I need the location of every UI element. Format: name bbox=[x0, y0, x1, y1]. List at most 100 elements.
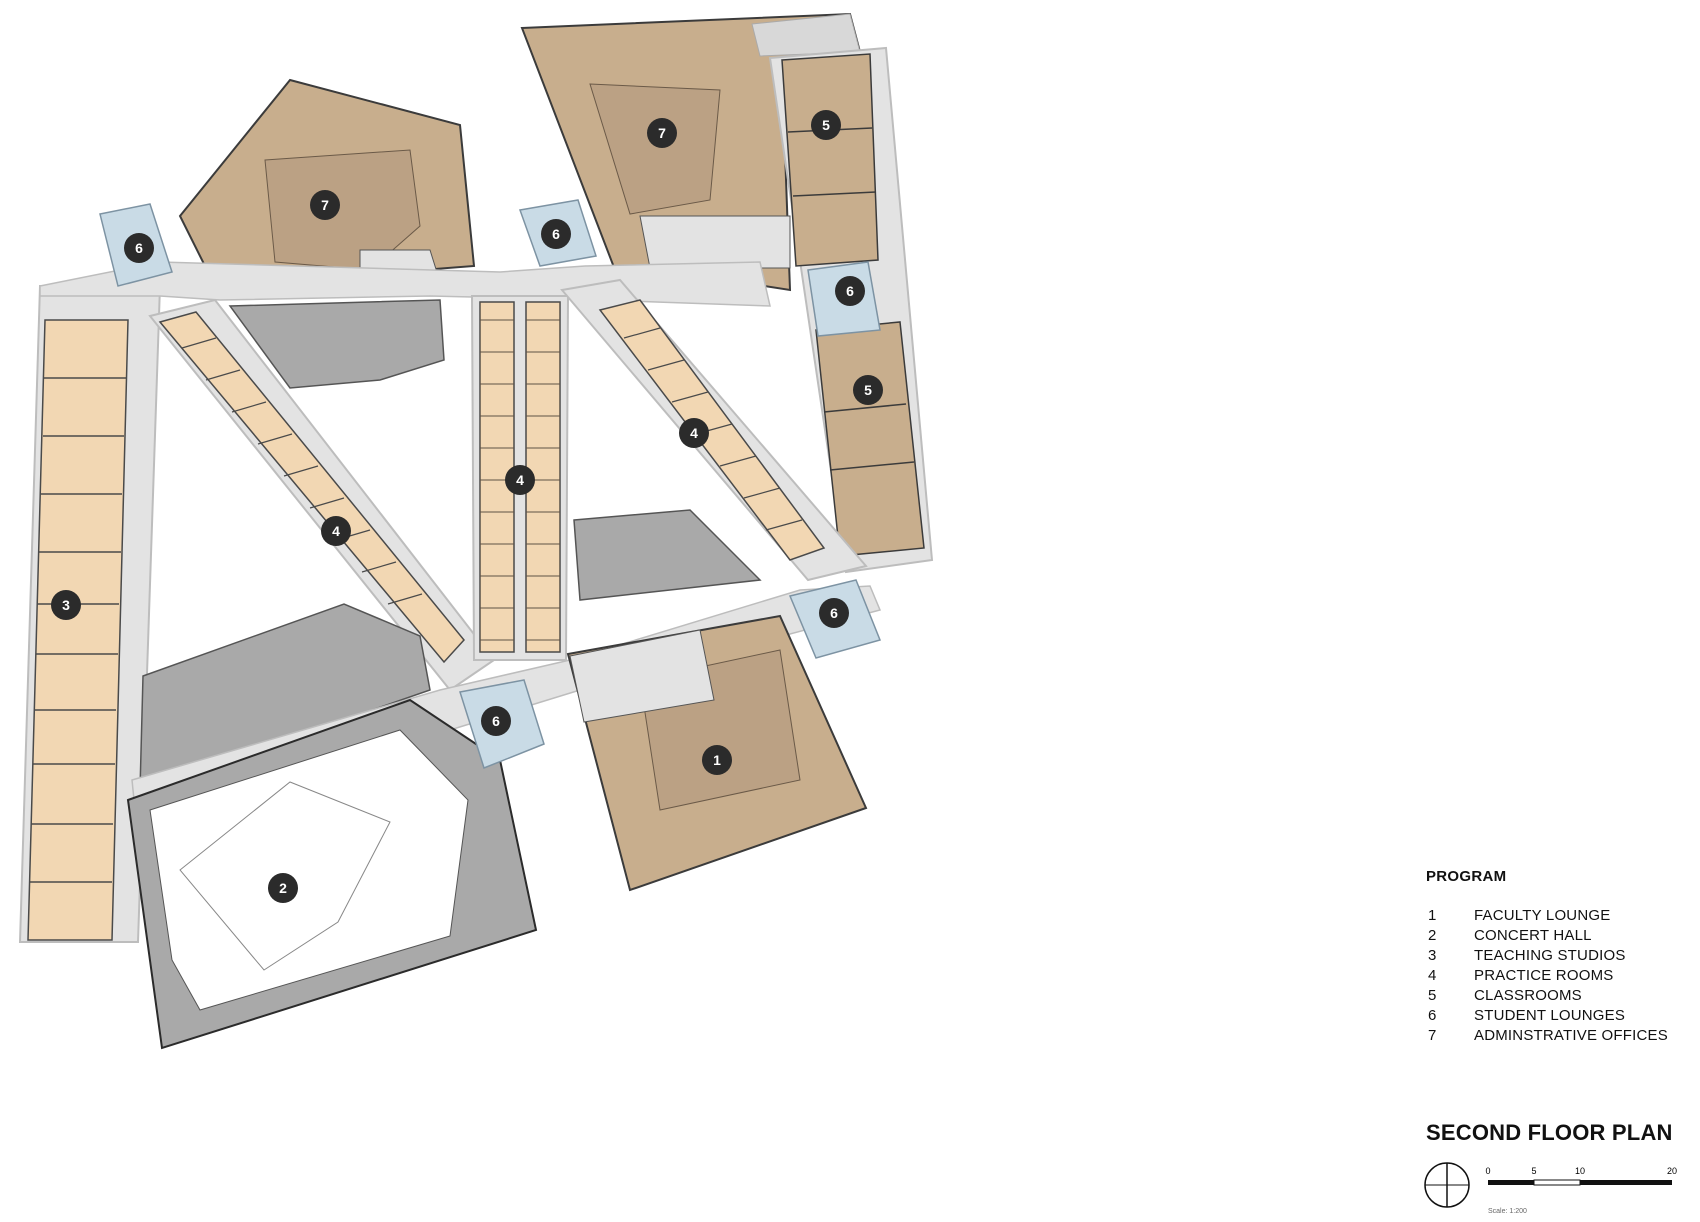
badge-number: 4 bbox=[690, 425, 698, 441]
badge-concert-hall: 2 bbox=[268, 873, 298, 903]
badge-circle bbox=[679, 418, 709, 448]
badge-number: 5 bbox=[822, 117, 830, 133]
legend-item-number: 4 bbox=[1428, 967, 1437, 984]
studios-block bbox=[27, 319, 129, 941]
classrooms-north bbox=[781, 53, 879, 267]
scale-tick-label: 10 bbox=[1575, 1166, 1585, 1176]
plan-title: SECOND FLOOR PLAN bbox=[1426, 1120, 1673, 1145]
legend-list: 1 FACULTY LOUNGE 2 CONCERT HALL 3 TEACHI… bbox=[1428, 906, 1668, 1046]
legend-item-number: 7 bbox=[1428, 1027, 1437, 1044]
wing-practice-center bbox=[470, 295, 570, 661]
badge-circle bbox=[702, 745, 732, 775]
badge-number: 6 bbox=[846, 283, 854, 299]
legend-item-label: ADMINSTRATIVE OFFICES bbox=[1474, 1027, 1668, 1044]
faculty-lounge-service bbox=[569, 629, 715, 723]
core-center bbox=[573, 509, 762, 601]
badge-practice-rooms-east: 4 bbox=[679, 418, 709, 448]
badge-circle bbox=[541, 219, 571, 249]
legend-item-label: FACULTY LOUNGE bbox=[1474, 907, 1611, 924]
badge-classrooms-south: 5 bbox=[853, 375, 883, 405]
scale-tick-label: 20 bbox=[1667, 1166, 1677, 1176]
legend-item-number: 5 bbox=[1428, 987, 1437, 1004]
badge-student-lounge-se: 6 bbox=[819, 598, 849, 628]
concert-hall-stage bbox=[179, 781, 391, 971]
badge-number: 2 bbox=[279, 880, 287, 896]
wing-teaching-studios bbox=[18, 285, 162, 943]
legend-item-number: 3 bbox=[1428, 947, 1437, 964]
legend-item: 6 STUDENT LOUNGES bbox=[1428, 1006, 1668, 1026]
badge-number: 6 bbox=[830, 605, 838, 621]
badge-admin-east: 7 bbox=[647, 118, 677, 148]
badge-circle bbox=[124, 233, 154, 263]
practice-diag-west-partitions bbox=[181, 337, 423, 605]
badge-circle bbox=[268, 873, 298, 903]
legend-item-label: PRACTICE ROOMS bbox=[1474, 967, 1614, 984]
badge-practice-rooms-west: 4 bbox=[321, 516, 351, 546]
badge-student-lounge-e: 6 bbox=[835, 276, 865, 306]
admin-west-core bbox=[264, 149, 421, 271]
legend-item-number: 6 bbox=[1428, 1007, 1437, 1024]
badge-classrooms-north: 5 bbox=[811, 110, 841, 140]
badge-number: 1 bbox=[713, 752, 721, 768]
legend-item-label: CONCERT HALL bbox=[1474, 927, 1592, 944]
badge-circle bbox=[481, 706, 511, 736]
admin-east-service bbox=[639, 215, 791, 269]
badge-student-lounge-s: 6 bbox=[481, 706, 511, 736]
badge-circle bbox=[853, 375, 883, 405]
scale-note: Scale: 1:200 bbox=[1488, 1208, 1527, 1215]
legend-item: 5 CLASSROOMS bbox=[1428, 986, 1668, 1006]
legend-title: PROGRAM bbox=[1426, 868, 1507, 885]
badge-number: 5 bbox=[864, 382, 872, 398]
wing-practice-diag-east bbox=[560, 278, 868, 582]
legend-item-number: 2 bbox=[1428, 927, 1437, 944]
admin-east-core bbox=[589, 83, 721, 215]
badge-circle bbox=[647, 118, 677, 148]
legend-item-label: STUDENT LOUNGES bbox=[1474, 1007, 1626, 1024]
legend-item: 4 PRACTICE ROOMS bbox=[1428, 966, 1668, 986]
legend-item-label: TEACHING STUDIOS bbox=[1474, 947, 1626, 964]
badge-circle bbox=[819, 598, 849, 628]
concert-hall bbox=[126, 698, 538, 1050]
legend-item-label: CLASSROOMS bbox=[1474, 987, 1582, 1004]
core-southwest bbox=[139, 603, 431, 792]
scale-tick-label: 0 bbox=[1485, 1166, 1490, 1176]
badge-number: 6 bbox=[135, 240, 143, 256]
badge-faculty-lounge: 1 bbox=[702, 745, 732, 775]
badge-number: 6 bbox=[552, 226, 560, 242]
core-north bbox=[228, 299, 445, 389]
badge-number: 7 bbox=[658, 125, 666, 141]
badge-circle bbox=[310, 190, 340, 220]
badge-circle bbox=[835, 276, 865, 306]
badge-circle bbox=[51, 590, 81, 620]
badge-circle bbox=[811, 110, 841, 140]
badge-circle bbox=[321, 516, 351, 546]
legend-item: 1 FACULTY LOUNGE bbox=[1428, 906, 1668, 926]
badge-number: 7 bbox=[321, 197, 329, 213]
scale-bar: 0 5 10 20 bbox=[1485, 1166, 1677, 1186]
wing-admin-west bbox=[178, 78, 476, 288]
practice-diag-west bbox=[158, 311, 465, 664]
concert-hall-floor bbox=[149, 729, 469, 1011]
badge-student-lounge-nw: 6 bbox=[124, 233, 154, 263]
north-arrow-icon bbox=[1424, 1162, 1470, 1208]
scale-segment bbox=[1580, 1180, 1672, 1185]
badge-number: 4 bbox=[516, 472, 524, 488]
scale-tick-label: 5 bbox=[1531, 1166, 1536, 1176]
badge-number: 4 bbox=[332, 523, 340, 539]
legend-item: 7 ADMINSTRATIVE OFFICES bbox=[1428, 1026, 1668, 1046]
scale-segment bbox=[1533, 1179, 1581, 1186]
legend-item: 3 TEACHING STUDIOS bbox=[1428, 946, 1668, 966]
wing-practice-diag-west bbox=[148, 298, 496, 692]
badge-teaching-studios: 3 bbox=[51, 590, 81, 620]
badge-admin-west: 7 bbox=[310, 190, 340, 220]
legend-item-number: 1 bbox=[1428, 907, 1437, 924]
badge-student-lounge-n: 6 bbox=[541, 219, 571, 249]
badge-practice-rooms-center: 4 bbox=[505, 465, 535, 495]
practice-diag-east-partitions bbox=[623, 327, 803, 531]
scale-segment bbox=[1488, 1180, 1534, 1185]
legend-item: 2 CONCERT HALL bbox=[1428, 926, 1668, 946]
badge-number: 6 bbox=[492, 713, 500, 729]
badge-circle bbox=[505, 465, 535, 495]
badge-number: 3 bbox=[62, 597, 70, 613]
